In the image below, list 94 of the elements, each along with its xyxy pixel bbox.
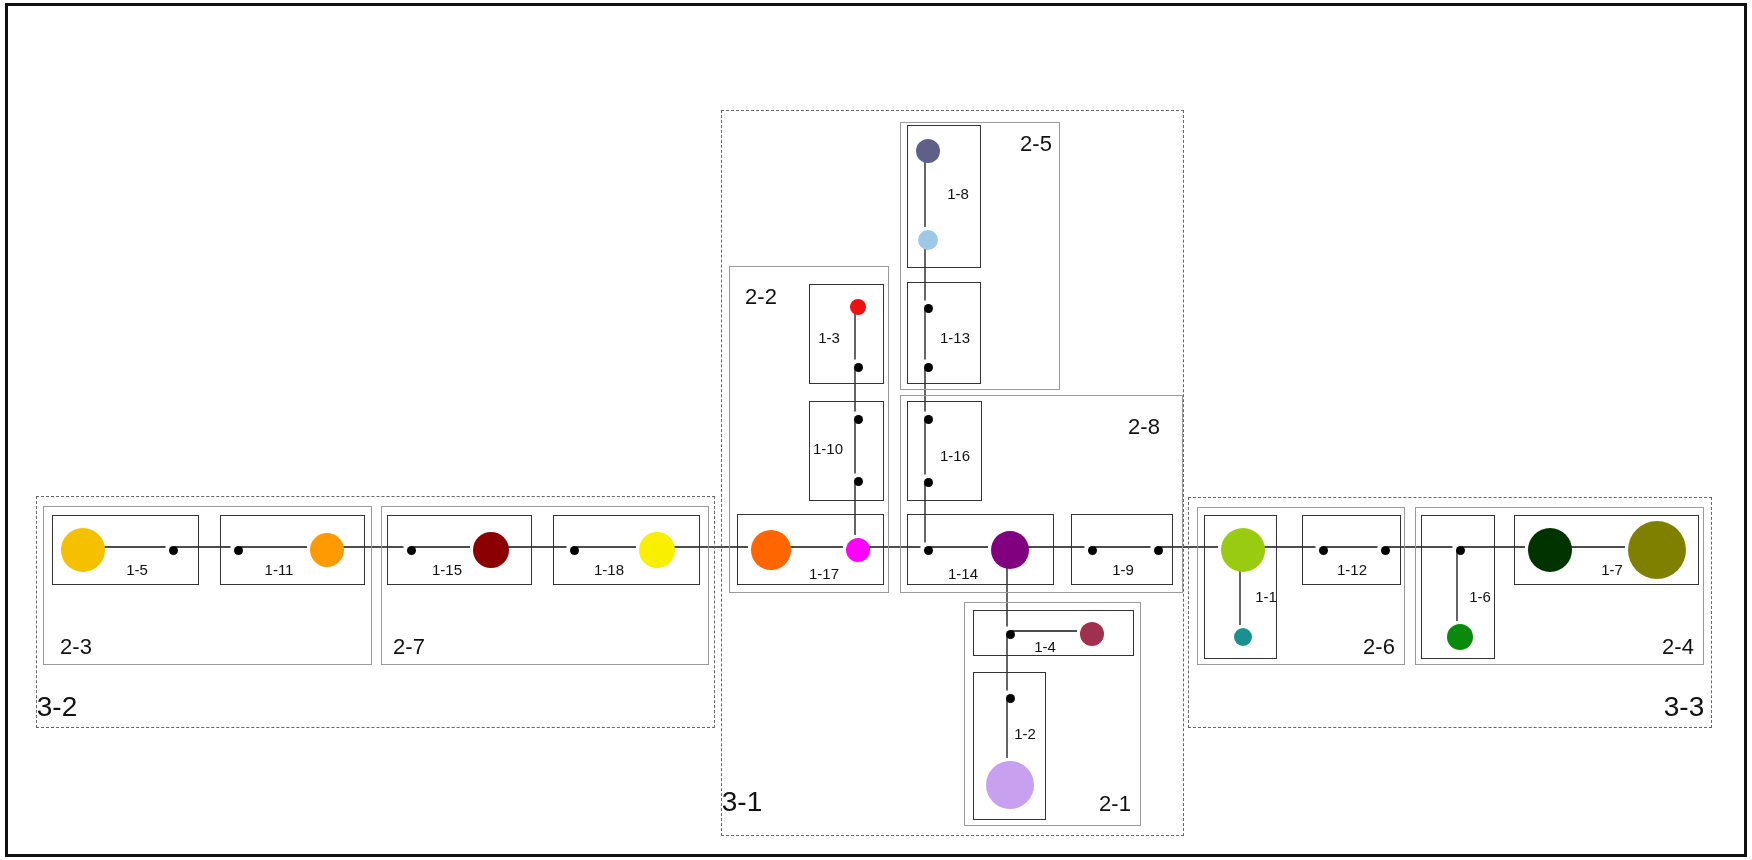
clade-label: 1-11	[264, 561, 294, 577]
clade-label: 1-16	[940, 447, 970, 463]
clade-dashed-box	[1188, 497, 1712, 728]
clade-box	[907, 125, 981, 268]
clade-label: 3-2	[36, 693, 78, 721]
clade-box	[381, 506, 709, 665]
haplotype-circle	[918, 230, 938, 250]
clade-label: 1-1	[1255, 588, 1277, 604]
clade-box	[973, 672, 1046, 820]
clade-label: 1-7	[1601, 561, 1623, 577]
clade-label: 2-1	[1099, 793, 1131, 815]
node-dot	[923, 477, 933, 487]
haplotype-circle	[639, 532, 675, 568]
haplotype-circle	[1234, 628, 1252, 646]
clade-box	[1071, 514, 1173, 585]
clade-label: 1-10	[813, 440, 843, 456]
node-dot	[923, 303, 933, 313]
node-dot	[923, 362, 933, 372]
clade-box	[907, 282, 981, 384]
clade-label: 2-2	[745, 286, 777, 308]
haplotype-circle	[1528, 528, 1572, 572]
haplotype-circle	[310, 533, 344, 567]
node-dot	[1087, 545, 1097, 555]
haplotype-circle	[991, 531, 1029, 569]
clade-box	[964, 602, 1141, 826]
node-dot	[853, 414, 863, 424]
clade-box	[729, 266, 889, 593]
clade-box	[43, 506, 372, 665]
haplotype-circle	[916, 139, 940, 163]
clade-dashed-box	[36, 496, 715, 728]
node-dot	[853, 362, 863, 372]
node-dot	[233, 545, 243, 555]
clade-label: 1-2	[1014, 725, 1036, 741]
clade-box	[900, 122, 1060, 390]
clade-box	[1302, 515, 1401, 585]
clade-label: 1-6	[1469, 588, 1491, 604]
clade-box	[220, 515, 365, 585]
haplotype-circle	[846, 538, 870, 562]
clade-label: 1-13	[940, 329, 970, 345]
clade-label: 2-8	[1128, 416, 1160, 438]
haplotype-circle	[1080, 622, 1104, 646]
clade-box	[1415, 507, 1704, 665]
clade-box	[52, 515, 199, 585]
clade-label: 2-5	[1020, 133, 1052, 155]
clade-dashed-box	[721, 110, 1184, 836]
clade-label: 2-7	[393, 636, 425, 658]
clade-label: 1-18	[594, 561, 624, 577]
clade-label: 1-17	[809, 565, 839, 581]
clade-box	[387, 515, 532, 585]
node-dot	[406, 545, 416, 555]
clade-box	[907, 514, 1054, 585]
haplotype-circle	[61, 528, 105, 572]
clade-label: 1-5	[126, 561, 148, 577]
clade-label: 1-12	[1337, 561, 1367, 577]
node-dot	[1005, 693, 1015, 703]
clade-box	[1204, 515, 1277, 659]
clade-box	[809, 401, 884, 501]
clade-label: 2-6	[1363, 636, 1395, 658]
clade-label: 3-1	[721, 788, 763, 816]
node-dot	[853, 476, 863, 486]
clade-box	[900, 395, 1183, 593]
haplotype-circle	[1447, 624, 1473, 650]
node-dot	[1153, 545, 1163, 555]
node-dot	[923, 414, 933, 424]
clade-label: 1-3	[818, 329, 840, 345]
node-dot	[1318, 545, 1328, 555]
clade-label: 2-4	[1662, 636, 1694, 658]
clade-box	[1421, 515, 1495, 659]
node-dot	[569, 545, 579, 555]
clade-label: 2-3	[60, 636, 92, 658]
clade-box	[553, 515, 700, 585]
clade-box	[1514, 515, 1699, 585]
clade-box	[907, 401, 982, 501]
haplotype-circle	[850, 299, 866, 315]
node-dot	[1455, 545, 1465, 555]
haplotype-circle	[751, 530, 791, 570]
clade-box	[1197, 507, 1405, 665]
clade-label: 1-4	[1034, 638, 1056, 654]
node-dot	[1005, 629, 1015, 639]
node-dot	[1380, 545, 1390, 555]
haplotype-circle	[1221, 528, 1265, 572]
node-dot	[168, 545, 178, 555]
node-dot	[923, 545, 933, 555]
haplotype-circle	[473, 532, 509, 568]
clade-label: 1-9	[1112, 561, 1134, 577]
clade-box	[737, 514, 884, 585]
haplotype-circle	[986, 761, 1034, 809]
clade-box	[973, 610, 1134, 656]
clade-box	[809, 284, 884, 384]
clade-label: 3-3	[1663, 693, 1705, 721]
clade-label: 1-8	[947, 185, 969, 201]
clade-label: 1-14	[948, 565, 978, 581]
haplotype-circle	[1628, 521, 1686, 579]
clade-label: 1-15	[432, 561, 462, 577]
